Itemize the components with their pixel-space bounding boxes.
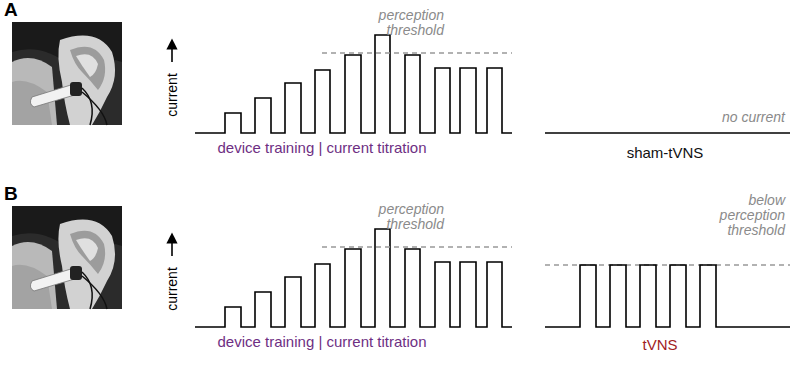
threshold-note: perception threshold — [340, 202, 444, 232]
ear-photo — [12, 22, 122, 125]
titration-pulses — [195, 35, 512, 133]
condition-label: tVNS — [595, 337, 725, 353]
axis-arrow — [171, 238, 173, 256]
threshold-line — [322, 246, 512, 247]
threshold-note: no current — [660, 110, 785, 125]
titration-pulses — [195, 229, 512, 327]
axis-arrow — [171, 44, 173, 62]
tvns-pulses — [545, 265, 790, 327]
panel-letter: B — [4, 186, 28, 202]
threshold-note: below perception threshold — [680, 193, 785, 238]
flat-current-line — [545, 132, 790, 134]
threshold-note: perception threshold — [340, 8, 444, 38]
axis-label: current — [164, 63, 180, 127]
axis-label: current — [164, 257, 180, 321]
ear-photo — [12, 206, 122, 309]
condition-label: sham-tVNS — [600, 145, 730, 161]
threshold-line — [322, 52, 512, 53]
phase-label: device training | current titration — [182, 140, 462, 156]
phase-label: device training | current titration — [182, 334, 462, 350]
panel-letter: A — [4, 2, 28, 18]
